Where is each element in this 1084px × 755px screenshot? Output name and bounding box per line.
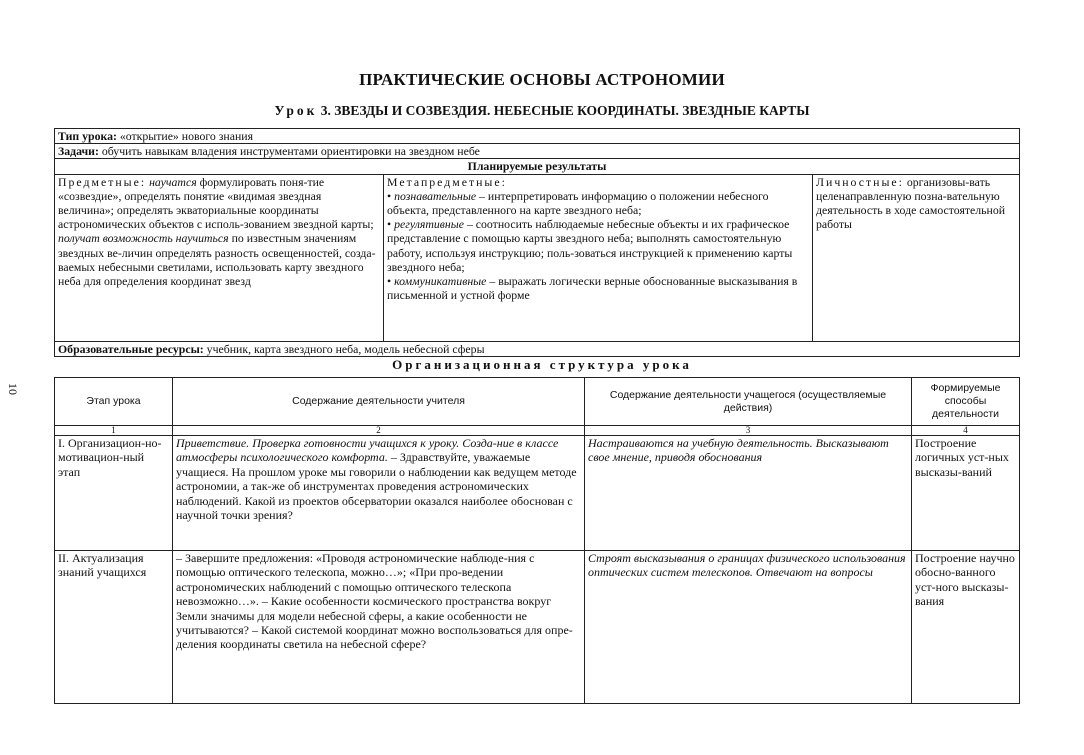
student-cell: Настраиваются на учебную деятельность. В… — [584, 435, 912, 551]
subject-italic-2: получат возможность научиться — [58, 231, 229, 246]
planned-results-header: Планируемые результаты — [53, 158, 1021, 175]
teacher-cell: – Завершите предложения: «Проводя астрон… — [172, 550, 585, 704]
teacher-cell: Приветствие. Проверка готовности учащихс… — [172, 435, 585, 551]
meta-label: Метапредметные: — [387, 174, 507, 189]
table-row: II. Актуализация знаний учащихся – Завер… — [54, 550, 1020, 704]
teacher-text: – Завершите предложения: «Проводя астрон… — [176, 551, 573, 652]
col-number-1: 1 — [54, 425, 173, 436]
header-teacher: Содержание деятельности учителя — [172, 377, 585, 426]
formed-cell: Построение логичных уст-ных высказы-вани… — [911, 435, 1020, 551]
header-stage: Этап урока — [54, 377, 173, 426]
meta-bullet-3: • коммуникативные – выражать логически в… — [387, 274, 798, 303]
personal-label: Личностные: — [816, 174, 904, 189]
teacher-italic: Приветствие. Проверка готовности учащихс… — [176, 436, 559, 465]
teacher-text: – Здравствуйте, уважаемые учащиеся. На п… — [176, 450, 577, 523]
lesson-type-row: Тип урока: «открытие» нового знания — [53, 127, 1021, 145]
stage-cell: II. Актуализация знаний учащихся — [54, 550, 173, 704]
lesson-title: Урок 3. ЗВЕЗДЫ И СОЗВЕЗДИЯ. НЕБЕСНЫЕ КОО… — [0, 103, 1084, 119]
header-formed: Формируемые способы деятельности — [911, 377, 1020, 426]
lesson-word: Урок — [274, 103, 318, 118]
org-structure-table: Этап урока Содержание деятельности учите… — [54, 377, 1020, 704]
resources-value: учебник, карта звездного неба, модель не… — [206, 341, 485, 356]
subject-text-1: формулировать поня-тие «созвездие», опре… — [58, 174, 374, 232]
meta-bullet-3-italic: коммуникативные — [394, 274, 487, 289]
header-student: Содержание деятельности учащегося (осуще… — [584, 377, 912, 426]
col-number-4: 4 — [911, 425, 1020, 436]
subject-text-2: по известным значениям звездных ве-личин… — [58, 231, 376, 289]
student-cell: Строят высказывания о границах физическо… — [584, 550, 912, 704]
lesson-info-table: Тип урока: «открытие» нового знания Зада… — [53, 127, 1021, 357]
stage-cell: I. Организацион-но-мотивацион-ный этап — [54, 435, 173, 551]
personal-results-cell: Личностные: организовы-вать целенаправле… — [811, 173, 1021, 342]
meta-bullet-1: • познавательные – интерпретировать инфо… — [387, 188, 769, 218]
meta-bullet-1-italic: познавательные — [394, 188, 477, 203]
meta-bullet-3-text: – выражать логически верные обоснованные… — [387, 274, 798, 303]
subject-results-cell: Предметные: научатся формулировать поня-… — [54, 173, 384, 342]
col-number-3: 3 — [584, 425, 912, 436]
tasks-row: Задачи: обучить навыкам владения инструм… — [53, 143, 1021, 160]
page-number: 10 — [6, 383, 20, 395]
lesson-name: 3. ЗВЕЗДЫ И СОЗВЕЗДИЯ. НЕБЕСНЫЕ КООРДИНА… — [320, 103, 810, 118]
meta-bullet-2: • регулятивные – соотносить наблюдаемые … — [387, 217, 793, 274]
personal-text: организовы-вать целенаправленную позна-в… — [816, 174, 1006, 232]
meta-bullet-2-italic: регулятивные — [394, 217, 464, 232]
resources-label: Образовательные ресурсы: — [58, 341, 204, 356]
subject-label: Предметные: — [58, 174, 147, 189]
tasks-label: Задачи: — [58, 144, 99, 159]
formed-cell: Построение научно обосно-ванного уст-ног… — [911, 550, 1020, 704]
meta-bullet-1-text: – интерпретировать информацию о положени… — [387, 188, 769, 218]
tasks-value: обучить навыкам владения инструментами о… — [101, 144, 480, 159]
resources-row: Образовательные ресурсы: учебник, карта … — [53, 340, 1021, 357]
lesson-type-value: «открытие» нового знания — [119, 129, 254, 143]
meta-results-cell: Метапредметные: • познавательные – интер… — [383, 173, 813, 342]
page-title: ПРАКТИЧЕСКИЕ ОСНОВЫ АСТРОНОМИИ — [359, 70, 725, 89]
org-structure-title: Организационная структура урока — [392, 357, 692, 372]
table-row: I. Организацион-но-мотивацион-ный этап П… — [54, 435, 1020, 551]
lesson-type-label: Тип урока: — [58, 129, 117, 143]
col-number-2: 2 — [172, 425, 585, 436]
meta-bullet-2-text: – соотносить наблюдаемые небесные объект… — [387, 217, 793, 274]
subject-italic-1: научатся — [149, 174, 197, 189]
